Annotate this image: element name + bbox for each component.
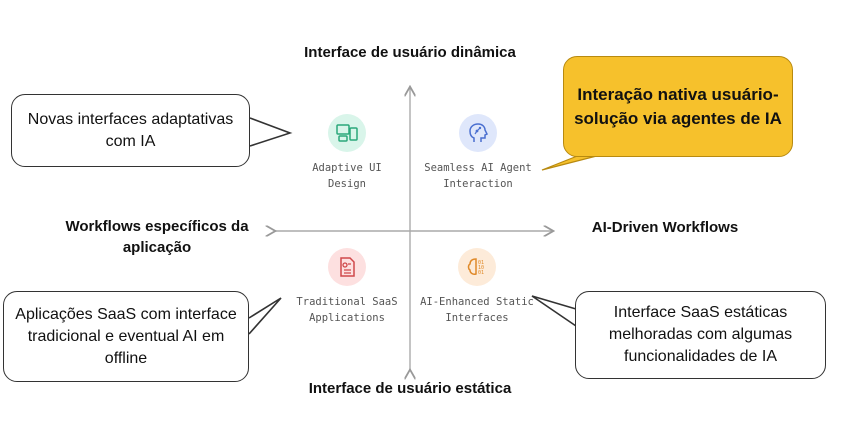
- quadrant-traditional-saas: Traditional SaaS Applications: [282, 248, 412, 326]
- quadrant-adaptive-ui: Adaptive UI Design: [292, 114, 402, 192]
- axis-label-left: Workflows específicos da aplicação: [65, 218, 249, 256]
- axis-label-top: Interface de usuário dinâmica: [304, 44, 516, 61]
- quadrant-label: Traditional SaaS Applications: [296, 296, 398, 324]
- quadrant-label: Seamless AI Agent Interaction: [424, 162, 532, 190]
- ai-head-icon: [459, 114, 497, 152]
- quadrant-label: AI-Enhanced Static Interfaces: [420, 296, 534, 324]
- svg-text:10: 10: [478, 265, 484, 271]
- callout-tail-bottom-left: [248, 297, 282, 335]
- quadrant-seamless-ai: Seamless AI Agent Interaction: [418, 114, 538, 192]
- svg-text:01: 01: [478, 270, 484, 276]
- document-icon: [328, 248, 366, 286]
- svg-text:01: 01: [478, 260, 484, 266]
- callout-tail-bottom-right: [531, 295, 577, 327]
- axis-label-bottom: Interface de usuário estática: [308, 380, 512, 397]
- callout-bottom-right: Interface SaaS estáticas melhoradas com …: [575, 291, 826, 379]
- callout-top-right-highlight: Interação nativa usuário-solução via age…: [563, 56, 793, 157]
- axis-label-right: AI-Driven Workflows: [591, 219, 739, 236]
- callout-top-left: Novas interfaces adaptativas com IA: [11, 94, 250, 167]
- callout-tail-top-left: [249, 117, 293, 147]
- devices-icon: [328, 114, 366, 152]
- ai-brain-icon: 01 10 01: [458, 248, 496, 286]
- callout-bottom-left: Aplicações SaaS com interface tradiciona…: [3, 291, 249, 382]
- quadrant-ai-enhanced: 01 10 01 AI-Enhanced Static Interfaces: [412, 248, 542, 326]
- quadrant-label: Adaptive UI Design: [312, 162, 382, 190]
